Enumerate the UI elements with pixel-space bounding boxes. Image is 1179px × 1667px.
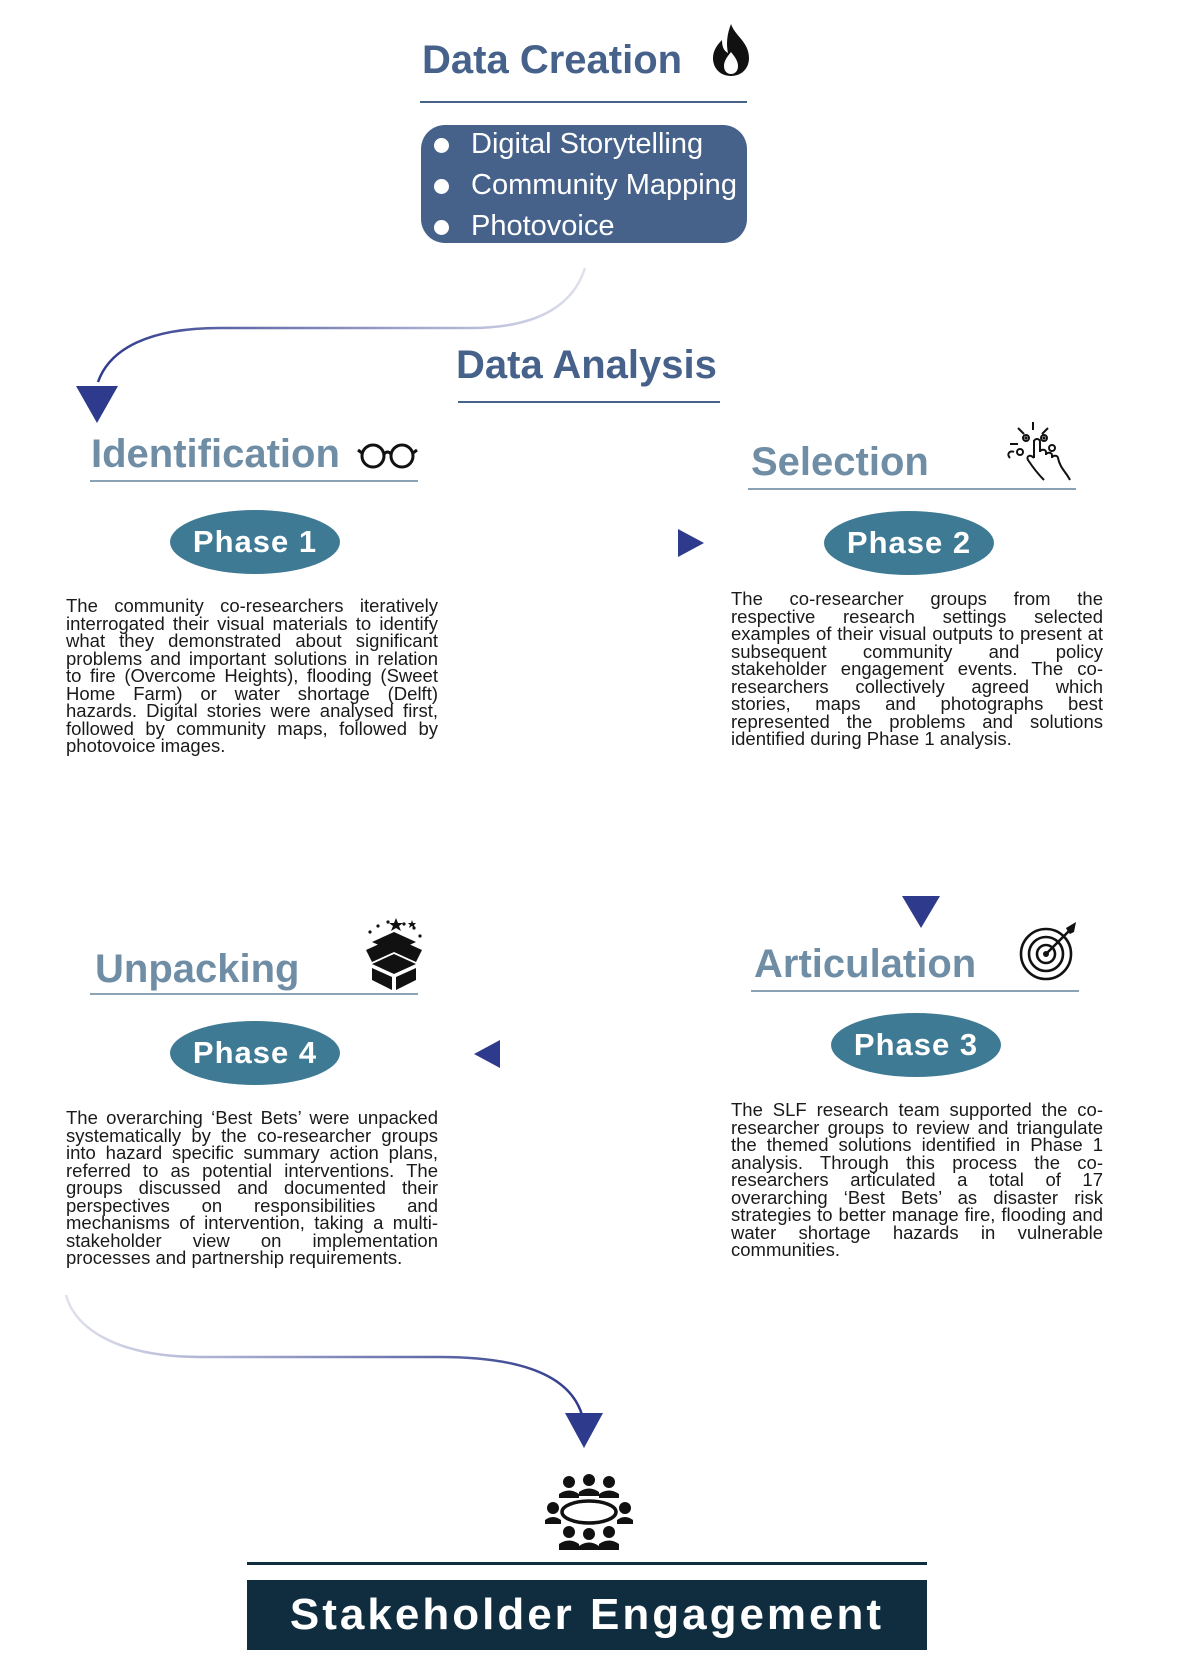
data-creation-item: Photovoice (421, 206, 747, 247)
data-creation-item-label: Community Mapping (471, 169, 737, 201)
meeting-group-icon (545, 1474, 633, 1550)
open-box-icon (366, 918, 422, 990)
arrow-phase2-to-phase3 (902, 778, 940, 928)
stakeholder-engagement-banner: Stakeholder Engagement (247, 1580, 927, 1650)
selection-heading: Selection (751, 440, 929, 484)
bullet-icon (434, 138, 449, 153)
phase-3-badge: Phase 3 (831, 1013, 1001, 1077)
arrow-phase1-to-phase2 (478, 529, 704, 557)
data-creation-item-label: Photovoice (471, 210, 615, 242)
bullet-icon (434, 179, 449, 194)
data-creation-underline (420, 101, 747, 103)
phase-2-badge: Phase 2 (824, 511, 994, 575)
articulation-heading: Articulation (754, 942, 977, 986)
data-creation-item-label: Digital Storytelling (471, 128, 704, 160)
stakeholder-topline (247, 1562, 927, 1565)
phase-2-description: The co-researcher groups from the respec… (731, 588, 1103, 749)
data-creation-item: Digital Storytelling (421, 124, 747, 165)
bullet-icon (434, 220, 449, 235)
data-creation-item: Community Mapping (421, 165, 747, 206)
arrow-phase4-to-stakeholder (64, 1294, 603, 1448)
flame-icon (713, 24, 749, 76)
arrow-creation-to-identification (76, 267, 587, 423)
articulation-underline (751, 990, 1079, 992)
identification-heading: Identification (91, 432, 340, 476)
data-analysis-title: Data Analysis (456, 343, 717, 387)
data-creation-title: Data Creation (422, 38, 683, 82)
unpacking-underline (90, 993, 418, 995)
data-creation-box: Digital Storytelling Community Mapping P… (421, 125, 747, 243)
phase-4-description: The overarching ‘Best Bets’ were unpacke… (66, 1107, 438, 1268)
hand-tap-icon (1007, 422, 1071, 481)
phase-1-badge: Phase 1 (170, 510, 340, 574)
phase-4-badge: Phase 4 (170, 1021, 340, 1085)
phase-1-description: The community co-researchers iteratively… (66, 595, 438, 756)
glasses-icon (357, 443, 418, 469)
identification-underline (90, 480, 418, 482)
unpacking-heading: Unpacking (95, 947, 300, 991)
selection-underline (748, 488, 1076, 490)
phase-3-description: The SLF research team supported the co-r… (731, 1099, 1103, 1260)
target-icon (1019, 922, 1076, 981)
arrow-phase3-to-phase4 (474, 1040, 700, 1068)
data-analysis-underline (458, 401, 720, 403)
